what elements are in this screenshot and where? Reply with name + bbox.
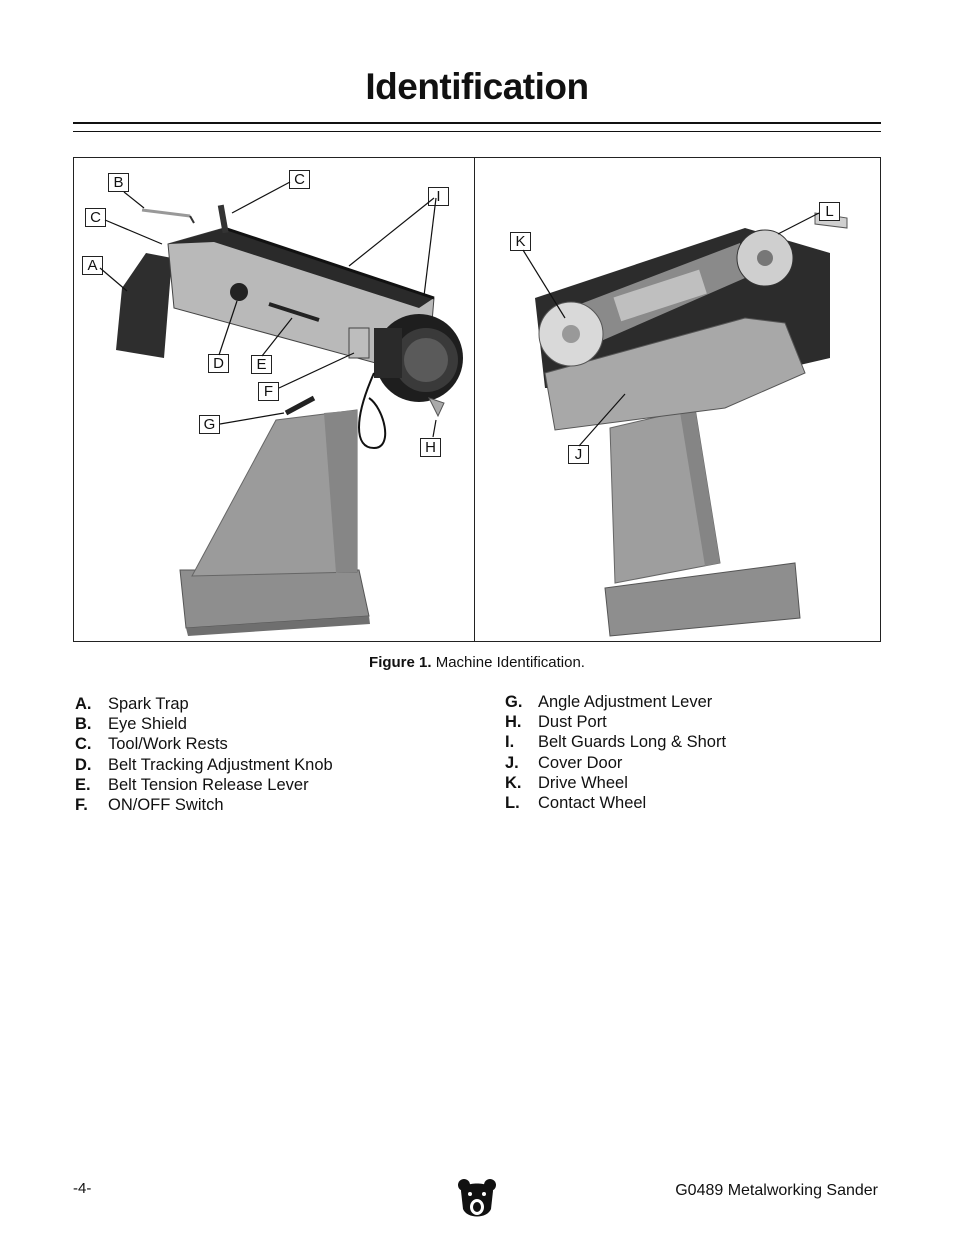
callout-d: D xyxy=(208,354,229,373)
list-item: B. Eye Shield xyxy=(75,714,333,734)
item-letter: B. xyxy=(75,715,92,734)
item-letter: F. xyxy=(75,795,88,814)
figure-1: B C C I A D E F G H xyxy=(73,157,881,642)
list-item: I. Belt Guards Long & Short xyxy=(505,732,726,752)
parts-list-column-1: A. Spark Trap B. Eye Shield C. Tool/Work Re… xyxy=(75,694,333,815)
list-item: G. Angle Adjustment Lever xyxy=(505,692,726,712)
item-name: Eye Shield xyxy=(108,715,187,734)
machine-front-illustration xyxy=(116,204,463,636)
item-name: Drive Wheel xyxy=(538,773,628,792)
item-name: Belt Tracking Adjustment Knob xyxy=(108,755,333,774)
list-item: C. Tool/Work Rests xyxy=(75,734,333,754)
list-item: F. ON/OFF Switch xyxy=(75,795,333,815)
parts-list-column-2: G. Angle Adjustment Lever H. Dust Port I. B… xyxy=(505,692,726,813)
item-name: Dust Port xyxy=(538,713,607,732)
callout-e: E xyxy=(251,355,272,374)
list-item: E. Belt Tension Release Lever xyxy=(75,775,333,795)
callout-g: G xyxy=(199,415,220,434)
callout-f: F xyxy=(258,382,279,401)
list-item: J. Cover Door xyxy=(505,753,726,773)
item-letter: K. xyxy=(505,773,522,792)
figure-divider xyxy=(474,158,475,641)
rear-leader-lines xyxy=(522,212,820,447)
item-letter: C. xyxy=(75,735,92,754)
list-item: A. Spark Trap xyxy=(75,694,333,714)
list-item: D. Belt Tracking Adjustment Knob xyxy=(75,755,333,775)
figure-caption: Figure 1. Machine Identification. xyxy=(0,654,954,671)
item-name: Belt Guards Long & Short xyxy=(538,733,727,752)
item-letter: G. xyxy=(505,693,523,711)
item-letter: A. xyxy=(75,695,92,713)
list-item: L. Contact Wheel xyxy=(505,793,726,813)
page-title: Identification xyxy=(365,66,589,107)
callout-b: B xyxy=(108,173,129,192)
item-letter: I. xyxy=(505,733,515,752)
item-letter: H. xyxy=(505,713,522,732)
bear-logo-icon xyxy=(458,1179,496,1217)
item-letter: J. xyxy=(505,753,519,772)
page-number: -4- xyxy=(73,1180,92,1197)
item-letter: E. xyxy=(75,775,91,794)
list-item: K. Drive Wheel xyxy=(505,773,726,793)
callout-k: K xyxy=(510,232,531,251)
item-name: Spark Trap xyxy=(108,695,189,713)
callout-c-left: C xyxy=(85,208,106,227)
front-leader-lines xyxy=(99,181,437,438)
figure-caption-text: Machine Identification. xyxy=(431,654,585,671)
figure-caption-label: Figure 1. xyxy=(369,654,432,671)
callout-i: I xyxy=(428,187,449,206)
item-name: Belt Tension Release Lever xyxy=(108,775,309,794)
callout-c-top: C xyxy=(289,170,310,189)
machine-front-view: B C C I A D E F G H xyxy=(74,158,474,641)
item-letter: D. xyxy=(75,755,92,774)
item-name: Angle Adjustment Lever xyxy=(538,693,713,711)
list-item: H. Dust Port xyxy=(505,712,726,732)
item-letter: L. xyxy=(505,793,520,812)
machine-rear-illustration xyxy=(535,212,848,637)
item-name: Contact Wheel xyxy=(538,793,647,812)
item-name: Cover Door xyxy=(538,753,623,772)
manual-name: G0489 Metalworking Sander xyxy=(675,1182,878,1199)
callout-j: J xyxy=(568,445,589,464)
item-name: ON/OFF Switch xyxy=(108,795,224,814)
item-name: Tool/Work Rests xyxy=(108,735,228,754)
callout-h: H xyxy=(420,438,441,457)
callout-a: A xyxy=(82,256,103,275)
title-rule-thin xyxy=(73,131,881,132)
callout-l: L xyxy=(819,202,840,221)
machine-rear-view: L K J xyxy=(475,158,880,641)
title-rule-thick xyxy=(73,122,881,124)
